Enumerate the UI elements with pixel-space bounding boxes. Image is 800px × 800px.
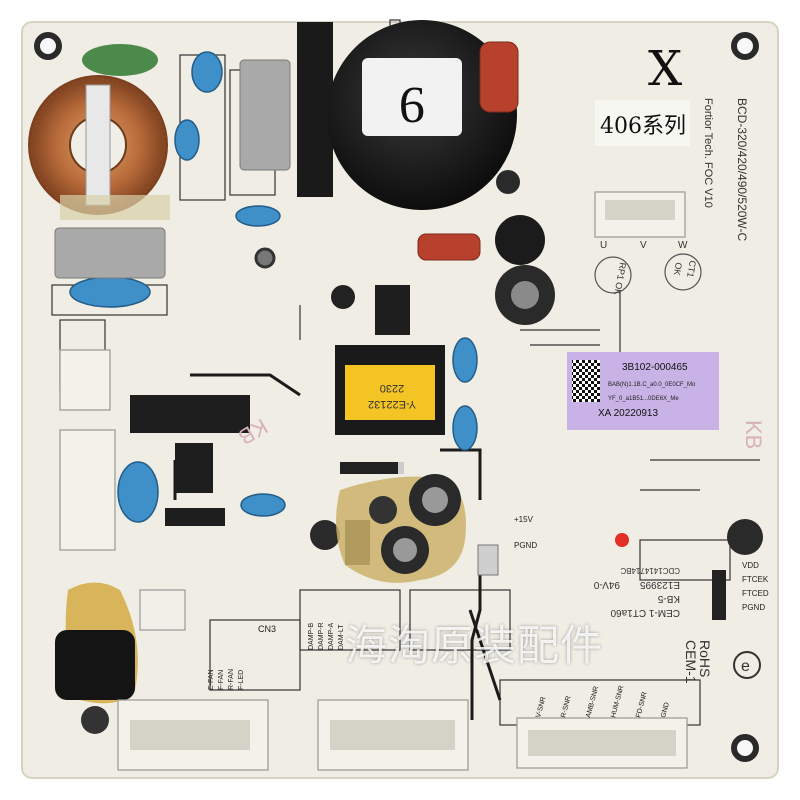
bl-pin: R-FAN (228, 669, 235, 690)
bl-pin: F-FAN (218, 670, 225, 690)
pin-label-ftcek: FTCEK (742, 575, 769, 584)
qr-line2: YF_0_a1B51...0DE6X_Me (608, 396, 679, 402)
recycle-icon-letter: e (741, 658, 750, 675)
mount-hole (254, 247, 276, 269)
cert-stamp-2-text: CT1 (685, 260, 698, 278)
bm-pin: DAMP-B (308, 622, 315, 650)
silk-v: V (640, 240, 647, 251)
silk-u: U (600, 240, 607, 251)
qr-code (572, 360, 600, 402)
cert-stamp-2 (664, 253, 702, 291)
test-switch (477, 544, 499, 576)
label-15v: +15V (514, 515, 534, 524)
transformer (335, 345, 445, 435)
bm-pin: DAMP-A (328, 622, 335, 650)
toroid-coil (28, 75, 168, 215)
pin-label-vdd: VDD (742, 561, 759, 570)
cert-l4: 94V-0 (593, 579, 620, 590)
pin-header-right (712, 570, 726, 620)
small-electrolytics (81, 170, 763, 734)
qr-date: XA 20220913 (598, 408, 658, 419)
qr-line1: BAB(N)1.1B.C_a0.0_0E0CF_Mo (608, 382, 696, 388)
diode (340, 462, 400, 474)
rohs-label: RoHS (697, 640, 713, 677)
green-capacitor (82, 44, 158, 76)
mount-hole (731, 734, 759, 762)
bm-pin: DAM-LT (338, 624, 345, 650)
pin-label-pgnd: PGND (742, 603, 765, 612)
label-pgnd: PGND (514, 541, 537, 550)
cn3-label: CN3 (258, 624, 276, 634)
bl-pin: E-FAN (208, 669, 215, 690)
connector-pins (130, 200, 676, 756)
black-inductor (55, 630, 135, 700)
model-text: BCD-320/420/490/520W-C (735, 98, 749, 242)
mount-hole (731, 32, 759, 60)
handwritten-mark: X (648, 41, 682, 97)
red-led (615, 533, 629, 547)
maker-text: Fortior Tech. FOC V10 (702, 98, 714, 208)
transformer-label-1: 2230 (380, 382, 404, 394)
bl-pin: F-LED (238, 670, 245, 690)
red-film-caps (417, 41, 519, 261)
handwritten-box (595, 100, 690, 146)
kb-mark: KB (741, 420, 766, 449)
cert-l2: KB-5 (657, 593, 680, 604)
br-pin: GND (660, 702, 671, 719)
mount-hole (34, 32, 62, 60)
silk-w: W (678, 240, 688, 251)
bulk-capacitor: 9 (297, 20, 517, 210)
pin-label-ftced: FTCED (742, 589, 769, 598)
watermark: 海淘原装配件 (345, 621, 604, 670)
handwritten-series: 406系列 (600, 114, 686, 139)
bm-pin: DAMP-R (318, 622, 325, 650)
cert-l5: CDC1414714BC (620, 566, 680, 575)
qr-part-no: 3B102-000465 (622, 362, 688, 373)
cert-stamp-3-text: OK (672, 262, 684, 277)
cert-l3: E123995 (640, 579, 680, 590)
cert-stamp-1 (594, 256, 632, 294)
recycle-icon (733, 651, 761, 679)
cert-l1: CEM-1 CT1a60 (610, 607, 680, 618)
transformer-label-2: Y-E22132 (368, 398, 416, 410)
blue-capacitors (69, 51, 478, 523)
cap-sticker: 9 (399, 76, 425, 133)
cem-label: CEM-1 (683, 640, 699, 684)
grey-film-caps (54, 59, 291, 279)
